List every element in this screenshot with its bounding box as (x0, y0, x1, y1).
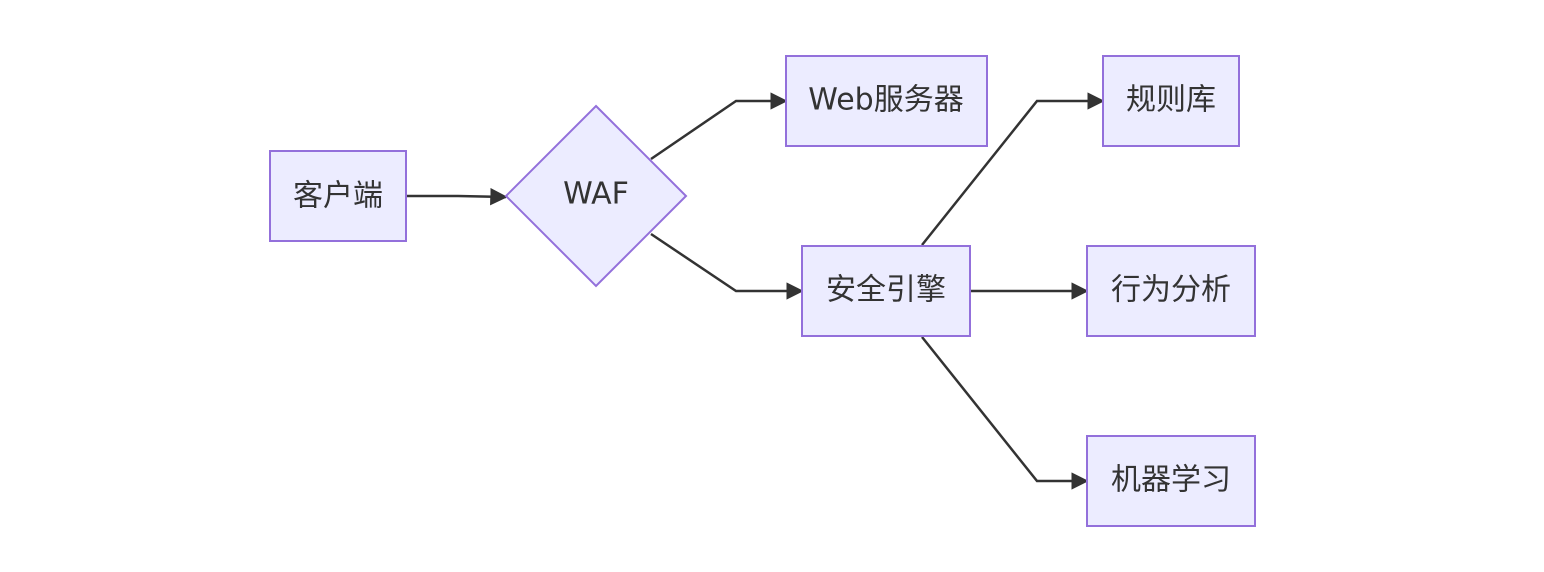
node-web-server[interactable]: Web服务器 (785, 55, 988, 147)
node-waf[interactable]: WAF (504, 104, 688, 288)
node-security-engine-label: 安全引擎 (826, 273, 946, 308)
node-rule-base[interactable]: 规则库 (1102, 55, 1240, 147)
edge-security-engine-to-rule-base (921, 92, 1105, 246)
edge-waf-to-security-engine (650, 232, 804, 300)
node-web-server-label: Web服务器 (808, 83, 963, 118)
node-client-label: 客户端 (293, 179, 383, 214)
edge-waf-to-web-server (650, 92, 788, 161)
node-security-engine[interactable]: 安全引擎 (801, 245, 971, 337)
edge-security-engine-to-machine-learning (921, 336, 1089, 490)
node-behavior-analysis-label: 行为分析 (1111, 273, 1231, 308)
node-machine-learning-label: 机器学习 (1111, 463, 1231, 498)
edges (407, 92, 1105, 490)
edge-client-to-waf (407, 187, 508, 206)
node-client[interactable]: 客户端 (269, 150, 407, 242)
node-behavior-analysis[interactable]: 行为分析 (1086, 245, 1256, 337)
node-waf-label: WAF (563, 177, 629, 212)
node-rule-base-label: 规则库 (1126, 83, 1216, 118)
node-machine-learning[interactable]: 机器学习 (1086, 435, 1256, 527)
